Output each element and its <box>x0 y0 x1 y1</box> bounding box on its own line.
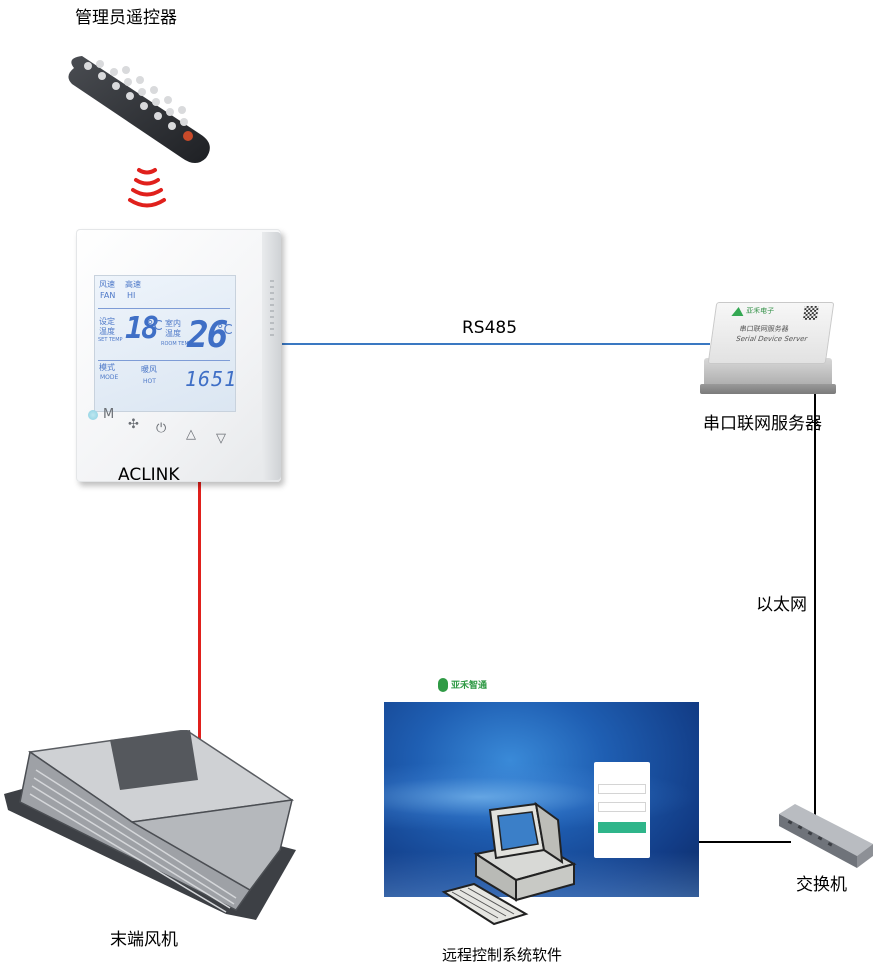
thermostat-side <box>262 232 281 480</box>
aclink-label: ACLINK <box>118 465 180 485</box>
login-button[interactable] <box>598 822 646 833</box>
lcd-set-value: 18 <box>125 311 159 346</box>
lcd-room-value: 26 <box>187 315 228 356</box>
remote-control-icon <box>60 50 225 170</box>
lcd-room-label-cn1: 室内 <box>165 319 181 328</box>
switch-label: 交换机 <box>796 875 847 895</box>
thermostat-up-button[interactable]: △ <box>186 427 196 442</box>
thermostat-fan-button[interactable]: ✣ <box>128 417 139 432</box>
lcd-set-label-en: SET TEMP <box>98 337 123 343</box>
serial-server-icon: 亚禾电子 串口联网服务器 Serial Device Server <box>707 302 835 364</box>
ethernet-wire-horizontal <box>699 841 791 843</box>
lcd-divider-top <box>98 308 230 309</box>
lcd-room-label-cn2: 温度 <box>165 329 181 338</box>
radio-waves-icon <box>125 160 170 210</box>
ethernet-label: 以太网 <box>756 595 807 615</box>
lcd-mode-label-en: MODE <box>100 374 119 381</box>
serial-server-feet <box>700 384 836 394</box>
lcd-mode-label-cn: 模式 <box>99 363 115 372</box>
thermostat-side-grille <box>270 280 274 340</box>
thermostat-down-button[interactable]: ▽ <box>216 431 226 446</box>
lcd-set-deg: °C <box>147 319 163 334</box>
lcd-set-label-cn1: 设定 <box>99 317 115 326</box>
computer-icon <box>440 800 580 930</box>
lcd-mode-value-cn: 暖风 <box>141 365 157 374</box>
fan-coil-icon <box>0 729 300 930</box>
lcd-room-label-en: ROOM TEMP <box>161 341 192 347</box>
serial-server-logo-icon <box>731 307 745 316</box>
login-password-field[interactable] <box>598 802 646 812</box>
power-wire <box>198 470 201 768</box>
lcd-mode-value-en: HOT <box>143 378 156 385</box>
thermostat-indicator-light <box>88 410 98 420</box>
software-label: 远程控制系统软件 <box>442 946 563 964</box>
thermostat-button-row: M ✣ ⏻ △ ▽ <box>88 407 248 445</box>
login-username-field[interactable] <box>598 784 646 794</box>
lcd-room-deg: °C <box>217 323 233 338</box>
network-switch-icon <box>775 800 875 872</box>
lcd-clock: 1651 <box>185 367 238 391</box>
thermostat-lcd: 风速 FAN 高速 HI 设定 温度 SET TEMP 18 °C 室内 温度 … <box>94 275 236 412</box>
lcd-set-label-cn2: 温度 <box>99 327 115 336</box>
fan-coil-label: 末端风机 <box>110 930 178 950</box>
lcd-divider-bottom <box>98 360 230 361</box>
lcd-fan-value-cn: 高速 <box>125 280 141 289</box>
ethernet-wire-vertical <box>814 390 816 820</box>
remote-label: 管理员遥控器 <box>75 8 177 28</box>
serial-server-brand: 亚禾电子 <box>745 307 775 315</box>
rs485-wire <box>282 343 710 345</box>
lcd-fan-value-en: HI <box>127 291 136 300</box>
serial-server-title-en: Serial Device Server <box>735 335 808 343</box>
software-logo-icon <box>438 678 448 692</box>
lcd-fan-label-en: FAN <box>100 291 116 300</box>
rs485-label: RS485 <box>462 318 518 338</box>
software-logo-text: 亚禾智通 <box>451 681 488 691</box>
software-logo: 亚禾智通 <box>438 676 508 698</box>
lcd-fan-label-cn: 风速 <box>99 280 115 289</box>
serial-server-label: 串口联网服务器 <box>703 414 822 434</box>
thermostat-mode-button[interactable]: M <box>103 407 115 422</box>
serial-server-qr-icon <box>802 306 819 320</box>
thermostat-power-button[interactable]: ⏻ <box>156 421 167 436</box>
login-panel <box>594 762 650 858</box>
serial-server-title-cn: 串口联网服务器 <box>739 325 790 333</box>
